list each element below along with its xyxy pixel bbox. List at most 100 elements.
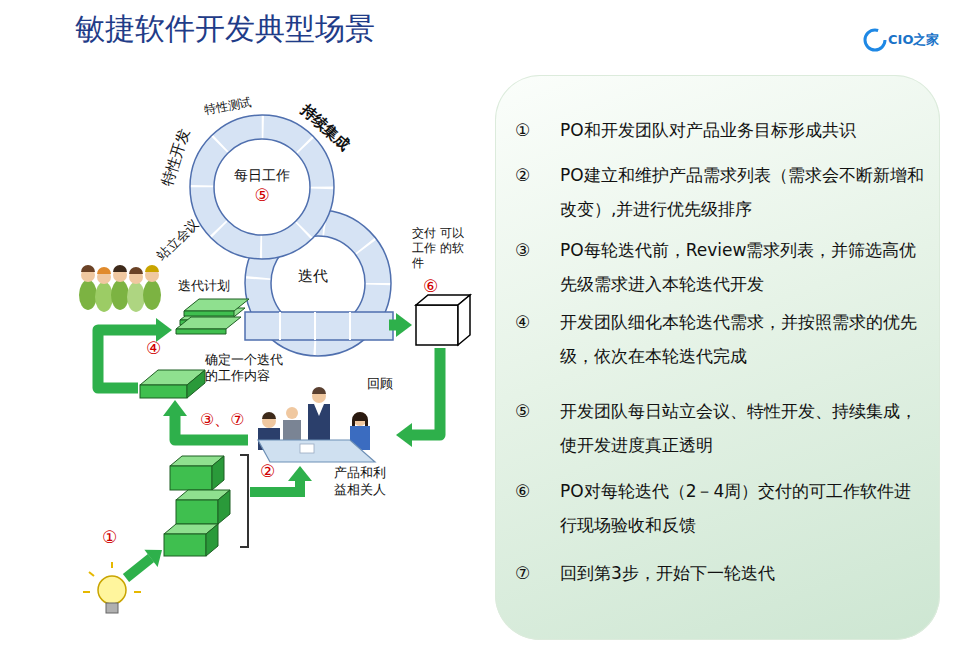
flow-arrow xyxy=(396,348,440,447)
daily-ring xyxy=(190,115,334,259)
arrow-shaft xyxy=(412,348,440,435)
idea-bulb xyxy=(106,603,118,613)
logo-icon xyxy=(865,30,885,50)
meeting-people xyxy=(262,412,276,419)
bracket-arrow xyxy=(250,480,300,492)
node-label: ⑤ xyxy=(222,185,302,206)
team-figures xyxy=(127,282,145,312)
arrow-head xyxy=(163,400,187,416)
daily-ring xyxy=(202,127,322,247)
step-number: ⑦ xyxy=(515,556,530,590)
team-figures xyxy=(111,280,129,310)
flow-arrow xyxy=(163,400,248,440)
idea-arrow xyxy=(144,550,162,567)
flow-arrow xyxy=(98,318,172,388)
callout-number: ④ xyxy=(146,338,161,359)
scope-slab xyxy=(187,370,205,398)
callout-number: ② xyxy=(260,461,275,482)
backlog-blocks xyxy=(164,534,206,556)
step-number: ② xyxy=(515,158,530,192)
team-figures xyxy=(95,282,113,312)
node-label: 交付 可以工作 的软件 xyxy=(412,226,470,271)
meeting-people xyxy=(312,387,326,394)
step-number: ① xyxy=(515,113,530,147)
step-text: PO每轮迭代前，Review需求列表，并筛选高优先级需求进入本轮迭代开发 xyxy=(560,233,925,301)
node-label: 确定一个迭代 的工作内容 xyxy=(205,352,293,384)
team-figures xyxy=(113,265,127,272)
meeting-people xyxy=(258,387,375,462)
page-title: 敏捷软件开发典型场景 xyxy=(75,10,375,48)
arrow-shaft xyxy=(389,320,396,331)
deliverable-cube xyxy=(458,295,470,345)
team-figures xyxy=(129,267,143,274)
plan-slabs xyxy=(176,299,249,334)
node-label: 迭代 xyxy=(240,267,385,286)
meeting-people xyxy=(283,420,301,440)
team-figures xyxy=(79,280,97,310)
daily-work-ring: 每日工作⑤ xyxy=(222,163,306,211)
node-label: 迭代计划 xyxy=(178,278,230,294)
step-number: ④ xyxy=(515,305,530,339)
callout-number: ③、⑦ xyxy=(200,410,245,430)
scope-slab xyxy=(140,385,187,398)
logo-icon xyxy=(865,30,885,50)
node-label: 每日工作 xyxy=(222,167,302,185)
backlog-blocks xyxy=(212,456,224,490)
step-number: ⑥ xyxy=(515,474,530,508)
bracket-arrow xyxy=(250,466,312,492)
meeting-people xyxy=(308,404,330,442)
step-text: PO建立和维护产品需求列表（需求会不断新增和改变）,并进行优先级排序 xyxy=(560,158,925,226)
plan-slabs xyxy=(176,317,241,329)
step-text: PO对每轮迭代（2－4周）交付的可工作软件进行现场验收和反馈 xyxy=(560,474,925,542)
backlog-blocks xyxy=(206,524,218,556)
ring-segment-label: 持续集成 xyxy=(296,100,353,154)
meeting-people xyxy=(258,440,375,462)
arrow-head xyxy=(396,423,412,447)
iteration-ring: 迭代 xyxy=(240,205,389,355)
deliverable-box: 交付 可以工作 的软件 xyxy=(412,226,474,348)
step-number: ⑤ xyxy=(515,394,530,428)
step-text: 开发团队每日站立会议、特性开发、持续集成，使开发进度真正透明 xyxy=(560,394,925,462)
iteration-band xyxy=(279,312,281,340)
iteration-plan: 迭代计划 xyxy=(172,278,262,338)
scope-slab xyxy=(140,370,205,398)
deliverable-cube xyxy=(416,295,470,345)
meeting-people xyxy=(352,412,368,426)
backlog-blocks xyxy=(164,456,230,556)
idea-arrow xyxy=(126,558,151,578)
iteration-scope: 确定一个迭代 的工作内容 xyxy=(138,350,308,400)
team-figures xyxy=(143,280,161,310)
logo-text: CIO之家 xyxy=(888,32,939,48)
iteration-band xyxy=(245,312,393,340)
iteration-band xyxy=(314,312,316,340)
iteration-band xyxy=(245,312,393,340)
backlog-blocks xyxy=(176,500,218,524)
backlog-bracket xyxy=(240,455,248,547)
ring-segment-label: 特性测试 xyxy=(203,95,253,118)
meeting-people xyxy=(286,407,298,419)
team-figures xyxy=(79,265,161,312)
meeting-people xyxy=(353,412,367,426)
backlog-bracket xyxy=(240,455,248,547)
step-text: 回到第3步，开始下一轮迭代 xyxy=(560,556,925,590)
plan-slabs xyxy=(184,299,249,311)
ring-segment-label: 站立会议 xyxy=(154,216,202,264)
deliverable-cube xyxy=(416,305,458,345)
team-figures xyxy=(145,265,159,272)
plan-slabs xyxy=(176,329,226,334)
ring-segment-label: 特性开发 xyxy=(158,126,194,189)
step-text: 开发团队细化本轮迭代需求，并按照需求的优先级，依次在本轮迭代完成 xyxy=(560,305,925,373)
team-figures xyxy=(97,267,111,274)
plan-slabs xyxy=(184,311,234,316)
backlog-blocks xyxy=(218,490,230,524)
meeting-people xyxy=(314,404,324,416)
team-figures xyxy=(81,265,95,272)
daily-ring xyxy=(190,115,334,259)
step-list-panel: ① PO和开发团队对产品业务目标形成共识 ② PO建立和维护产品需求列表（需求会不断新… xyxy=(495,75,940,640)
idea-bulb xyxy=(98,576,126,604)
stakeholder-meeting: 产品和利 益相关人 xyxy=(248,388,396,506)
step-text: PO和开发团队对产品业务目标形成共识 xyxy=(560,113,925,147)
callout-number: ① xyxy=(102,527,117,548)
meeting-people xyxy=(300,444,314,453)
